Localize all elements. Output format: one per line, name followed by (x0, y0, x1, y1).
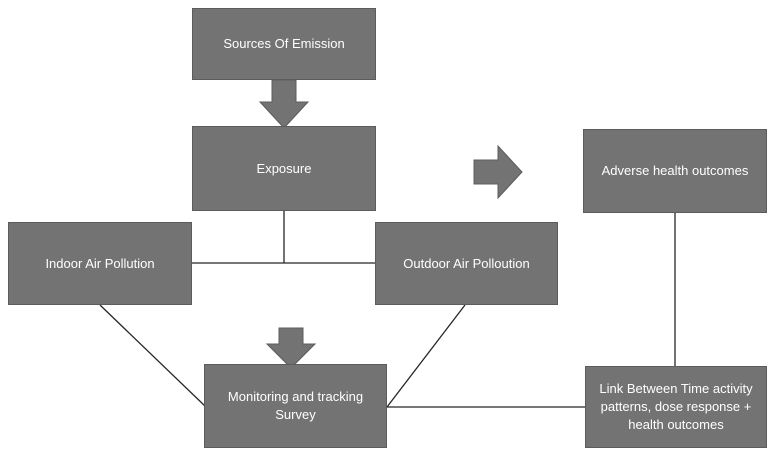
monitoring-tracking-label: Monitoring and tracking Survey (227, 389, 364, 422)
connector-outdoor-monitoring (386, 304, 466, 408)
right-arrow-icon (473, 144, 523, 200)
indoor-air-pollution-box: Indoor Air Pollution (8, 222, 192, 305)
down-arrow-icon (265, 327, 317, 369)
outdoor-air-pollution-label: Outdoor Air Polloution (403, 255, 530, 271)
adverse-health-outcomes-box: Adverse health outcomes (583, 129, 767, 213)
exposure-box: Exposure (192, 126, 376, 211)
sources-of-emission-box: Sources Of Emission (192, 8, 376, 80)
connector-indoor-monitoring (99, 304, 207, 408)
exposure-label: Exposure (256, 160, 312, 176)
down-arrow-icon (258, 79, 310, 129)
link-between-label: Link Between Time activity patterns, dos… (599, 381, 753, 432)
monitoring-tracking-box: Monitoring and tracking Survey (204, 364, 387, 448)
outdoor-air-pollution-box: Outdoor Air Polloution (375, 222, 558, 305)
link-between-box: Link Between Time activity patterns, dos… (585, 366, 767, 448)
indoor-air-pollution-label: Indoor Air Pollution (45, 255, 155, 271)
adverse-health-outcomes-label: Adverse health outcomes (601, 163, 749, 178)
sources-of-emission-label: Sources Of Emission (223, 36, 345, 51)
